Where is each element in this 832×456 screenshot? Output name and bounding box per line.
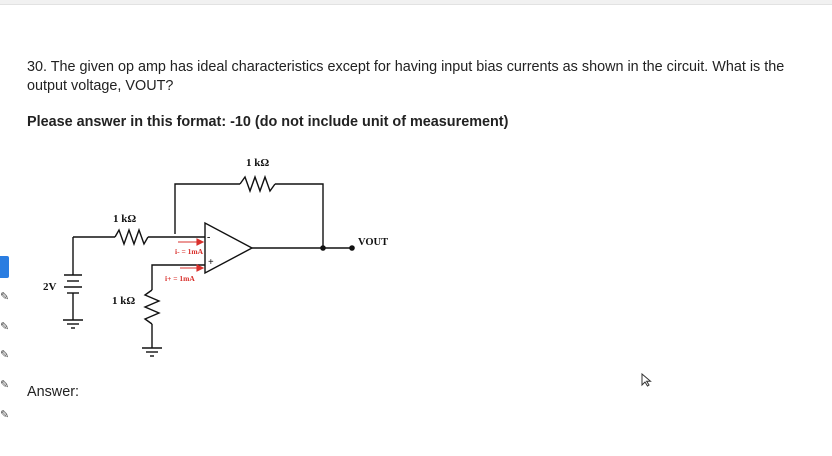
inverting-bias-current-label: i- = 1mA — [175, 247, 204, 256]
top-border — [0, 0, 832, 5]
pencil-icon[interactable]: ✎ — [0, 348, 10, 361]
vout-terminal — [349, 245, 355, 251]
vout-label: VOUT — [358, 237, 388, 248]
op-amp-symbol — [204, 221, 254, 275]
noninverting-bias-current-label: i+ = 1mA — [165, 274, 195, 283]
pencil-icon[interactable]: ✎ — [0, 408, 10, 421]
output-node — [320, 245, 326, 251]
inverting-sign: - — [207, 232, 210, 243]
op-amp-circuit-diagram: 1 kΩ 1 kΩ 1 kΩ 2V VOUT - + i- = 1mA i+ =… — [43, 157, 388, 357]
pencil-icon[interactable]: ✎ — [0, 290, 10, 303]
source-voltage-label: 2V — [43, 281, 57, 293]
question-text: 30. The given op amp has ideal character… — [27, 59, 785, 94]
feedback-resistor-label: 1 kΩ — [246, 157, 269, 169]
left-toolbar: ✎ ✎ ✎ ✎ ✎ — [0, 240, 14, 456]
answer-format-instruction: Please answer in this format: -10 (do no… — [27, 114, 509, 130]
ground-resistor-label: 1 kΩ — [112, 295, 135, 307]
cursor-icon — [641, 373, 652, 387]
input-resistor-label: 1 kΩ — [113, 213, 136, 225]
noninverting-sign: + — [208, 257, 214, 268]
input-resistor — [114, 227, 149, 247]
ground-resistor — [143, 289, 161, 325]
active-tool-indicator[interactable] — [0, 256, 9, 278]
feedback-resistor — [239, 174, 276, 194]
pencil-icon[interactable]: ✎ — [0, 320, 10, 333]
answer-label: Answer: — [27, 384, 79, 400]
pencil-icon[interactable]: ✎ — [0, 378, 10, 391]
